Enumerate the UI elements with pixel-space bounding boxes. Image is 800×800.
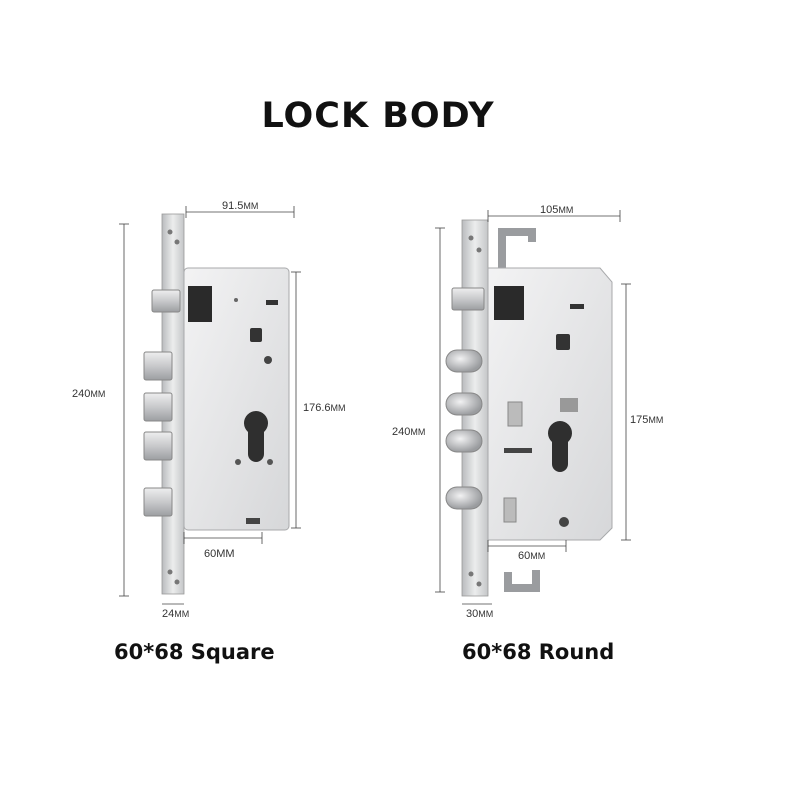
width-dimension: 91.5MM — [222, 200, 259, 212]
width-dimension: 105MM — [540, 204, 574, 216]
cylinder-hole — [548, 421, 572, 472]
square-dimension-lines — [119, 206, 301, 605]
round-bolt — [445, 486, 483, 510]
top-hook — [498, 228, 536, 268]
round-lock-body — [445, 219, 613, 597]
square-bolt — [143, 487, 173, 517]
case-height-dimension: 176.6MM — [303, 402, 346, 414]
round-lock-caption: 60*68 Round — [462, 640, 615, 664]
square-lock-body — [143, 213, 290, 595]
round-dimension-lines — [435, 210, 631, 605]
height-dimension: 240MM — [72, 388, 106, 400]
bottom-hook — [504, 570, 540, 592]
lock-case — [183, 267, 290, 531]
case-height-dimension: 175MM — [630, 414, 664, 426]
height-dimension: 240MM — [392, 426, 426, 438]
square-bolt — [143, 392, 173, 422]
square-bolt — [143, 431, 173, 461]
backset-dimension: 60MM — [204, 548, 235, 560]
round-bolt — [445, 349, 483, 373]
square-bolt — [143, 351, 173, 381]
faceplate-dimension: 30MM — [466, 608, 494, 620]
cylinder-hole — [244, 411, 268, 462]
faceplate-dimension: 24MM — [162, 608, 190, 620]
round-bolt — [445, 429, 483, 453]
square-lock-caption: 60*68 Square — [114, 640, 275, 664]
backset-dimension: 60MM — [518, 550, 546, 562]
page-title: LOCK BODY — [261, 96, 495, 136]
round-bolt — [445, 392, 483, 416]
